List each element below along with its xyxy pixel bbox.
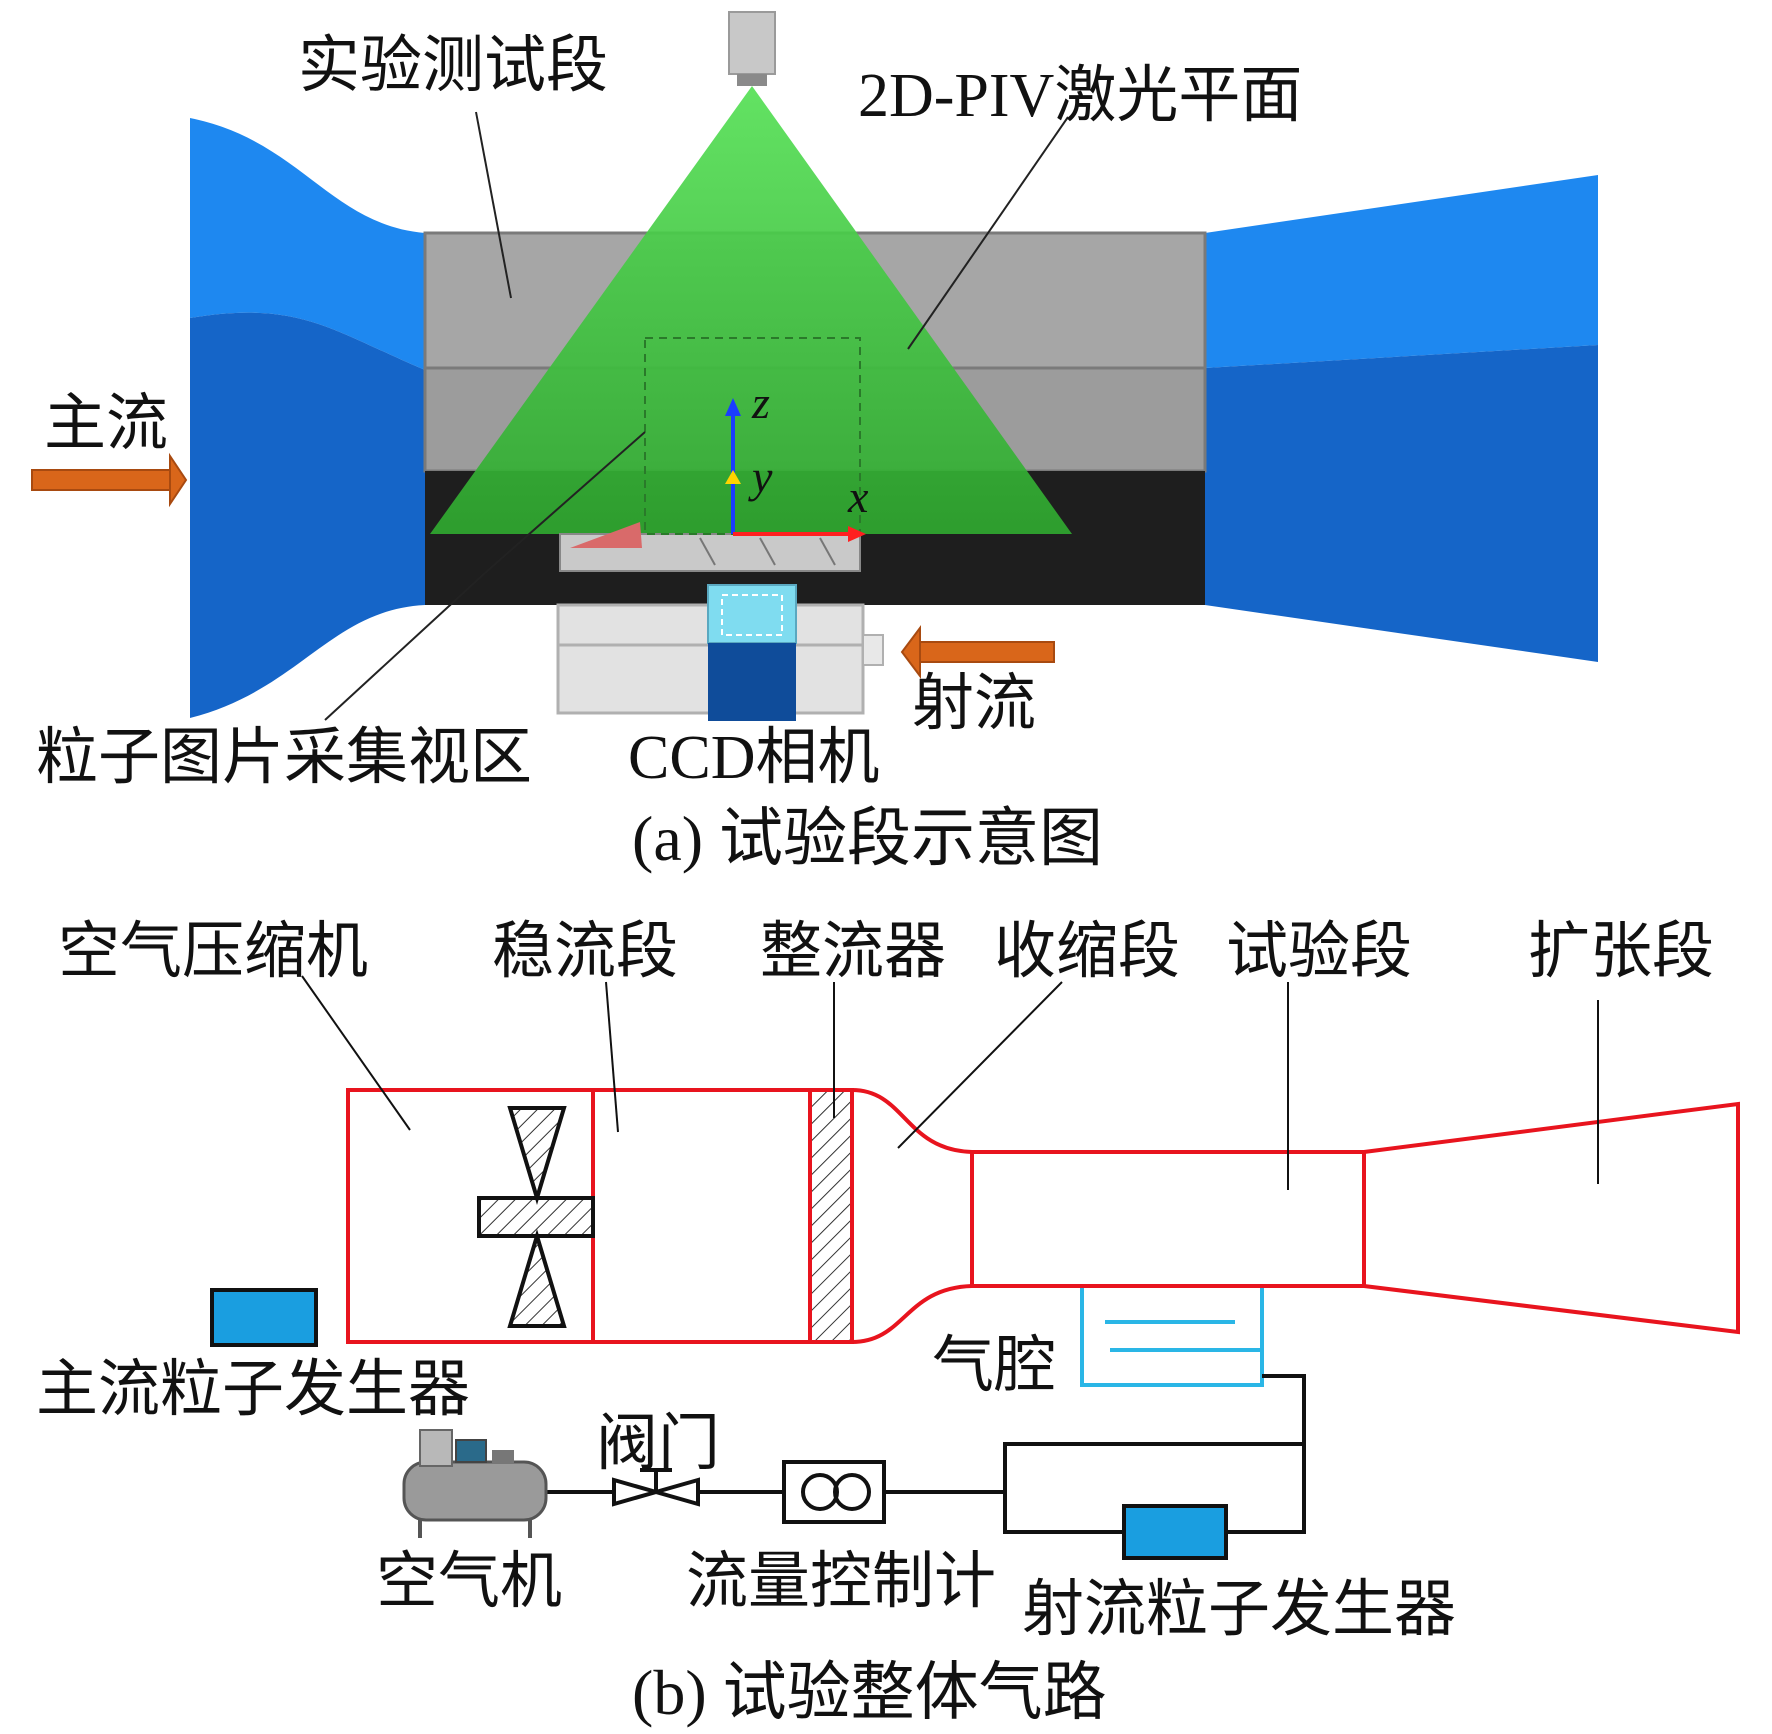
label-laser-plane: 2D-PIV激光平面: [858, 62, 1302, 130]
jet-particle-generator-box: [1122, 1504, 1228, 1560]
panel-b: 空气压缩机 稳流段 整流器 收缩段 试验段 扩张段 主流粒子发生器 气腔 阀门 …: [36, 918, 1740, 1728]
label-ccd-camera: CCD相机: [628, 724, 879, 792]
caption-a: (a) 试验段示意图: [632, 803, 1103, 874]
valve-device: [612, 1468, 700, 1507]
label-air-compressor: 空气压缩机: [58, 918, 368, 986]
label-main-flow: 主流: [44, 390, 168, 458]
piping: [545, 1374, 1306, 1534]
ccd-camera-device: [707, 584, 797, 721]
label-test-section: 实验测试段: [298, 32, 608, 100]
coordinate-axes: z y x: [725, 377, 869, 542]
axis-y-label: y: [748, 451, 773, 502]
duct-outline: [346, 1088, 1740, 1344]
axis-x-label: x: [847, 471, 869, 522]
jet-flow-arrow: [900, 625, 1055, 679]
diffuser-outlet: [1205, 175, 1598, 662]
label-test-section-b: 试验段: [1226, 918, 1412, 986]
main-flow-arrow: [31, 452, 188, 508]
caption-b: (b) 试验整体气路: [632, 1657, 1107, 1728]
label-jet: 射流: [912, 670, 1036, 738]
label-air-cavity: 气腔: [932, 1332, 1056, 1400]
main-particle-generator-box: [210, 1288, 318, 1347]
label-diffuser-section: 扩张段: [1528, 918, 1714, 986]
fan: [477, 1106, 595, 1328]
label-main-particle-generator: 主流粒子发生器: [36, 1356, 470, 1424]
laser-sheet: [430, 86, 1072, 534]
label-air-machine: 空气机: [376, 1548, 562, 1616]
leader-lines-b: [301, 975, 1599, 1190]
air-cavity: [1080, 1288, 1264, 1387]
label-field-of-view: 粒子图片采集视区: [36, 724, 532, 792]
label-contraction-section: 收缩段: [994, 918, 1180, 986]
label-valve: 阀门: [596, 1410, 720, 1478]
air-machine-device: [402, 1429, 548, 1538]
label-settling-section: 稳流段: [492, 918, 678, 986]
laser-head: [728, 11, 776, 86]
leader-lines-a: [324, 111, 1069, 721]
contraction-inlet: [190, 118, 425, 718]
label-flow-controller: 流量控制计: [686, 1548, 996, 1616]
label-jet-particle-generator: 射流粒子发生器: [1022, 1576, 1456, 1644]
axis-z-label: z: [751, 377, 770, 428]
panel-a: z y x 实验测试段 2D-PIV激光平面 主流 射流 粒子图片采集视区 CC…: [31, 11, 1598, 874]
label-flow-straightener: 整流器: [760, 918, 946, 986]
flow-controller-device: [782, 1460, 886, 1524]
